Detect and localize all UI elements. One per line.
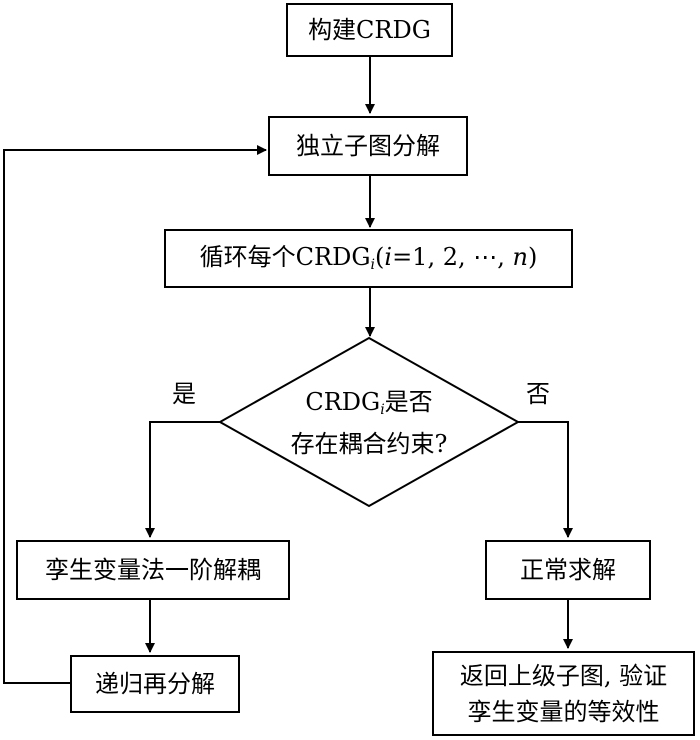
loop-paren-open: ( (375, 243, 385, 272)
edge-feedback-loop (3, 145, 267, 684)
node-return-verify-text: 返回上级子图, 验证 孪生变量的等效性 (460, 658, 667, 730)
return-line2: 孪生变量的等效性 (467, 697, 660, 726)
decision-text: CRDGi是否 存在耦合约束? (220, 385, 518, 461)
loop-subscript: i (370, 257, 375, 274)
node-loop: 循环每个CRDGi(i=1, 2, ⋯, n) (164, 229, 573, 288)
decision-diamond (217, 336, 521, 508)
loop-range: =1, 2, ⋯, (392, 243, 513, 272)
node-decompose: 独立子图分解 (268, 116, 468, 176)
node-decompose-label: 独立子图分解 (296, 132, 440, 160)
node-twin-variable-label: 孪生变量法一阶解耦 (45, 556, 261, 584)
decision-line1: CRDGi是否 (220, 385, 518, 427)
decision-subscript: i (380, 402, 385, 418)
edge-no-branch (518, 421, 573, 538)
node-recursive-label: 递归再分解 (95, 670, 215, 698)
edge-yes-branch (145, 421, 220, 538)
decision-prefix: CRDG (305, 388, 381, 416)
node-build-crdg: 构建CRDG (286, 3, 453, 57)
node-normal-solve: 正常求解 (485, 540, 651, 600)
loop-paren-close: ) (527, 243, 538, 272)
return-line1: 返回上级子图, 验证 (459, 661, 668, 690)
node-loop-label: 循环每个CRDGi(i=1, 2, ⋯, n) (200, 242, 538, 275)
branch-yes-label: 是 (172, 380, 196, 408)
node-twin-variable: 孪生变量法一阶解耦 (16, 540, 290, 600)
decision-suffix: 是否 (384, 388, 433, 416)
decision-line2: 存在耦合约束? (290, 430, 448, 458)
node-normal-solve-label: 正常求解 (520, 556, 616, 584)
loop-prefix: 循环每个CRDG (199, 243, 371, 272)
node-build-label: 构建CRDG (308, 16, 431, 44)
node-return-verify: 返回上级子图, 验证 孪生变量的等效性 (432, 651, 695, 736)
loop-var-i: i (384, 243, 393, 272)
branch-no-label: 否 (526, 380, 550, 408)
loop-var-n: n (512, 243, 528, 272)
node-recursive: 递归再分解 (70, 655, 240, 713)
